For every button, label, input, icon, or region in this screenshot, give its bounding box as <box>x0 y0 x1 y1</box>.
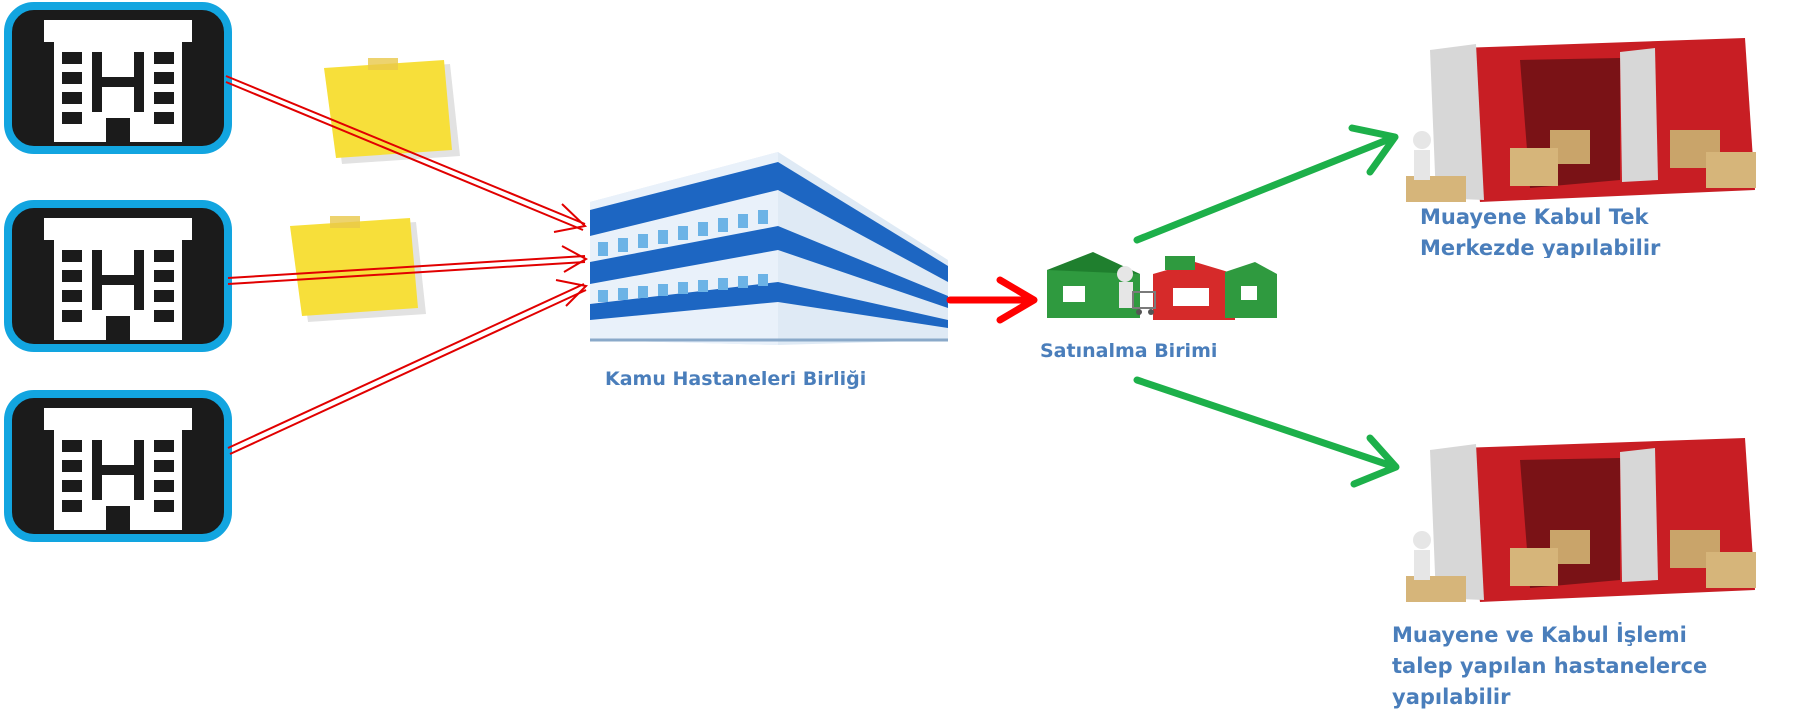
outcome-arrow-top <box>1133 134 1396 244</box>
outcome-arrow-bottom <box>1133 376 1396 470</box>
outcome-bottom-line: yapılabilir <box>1392 685 1511 709</box>
hospital-icon <box>4 390 232 542</box>
outcome-top-line: Muayene Kabul Tek <box>1420 205 1649 229</box>
office-building-icon <box>590 152 948 345</box>
main-arrow <box>946 276 1038 324</box>
hospital-icon <box>4 200 232 352</box>
hospital-icon <box>4 2 232 154</box>
container-truck-icon <box>1406 438 1756 602</box>
outcome-top-label: Muayene Kabul Tek Merkezde yapılabilir <box>1420 202 1740 258</box>
shopping-houses-icon <box>1047 252 1277 320</box>
outcome-bottom-line: Muayene ve Kabul İşlemi <box>1392 623 1687 647</box>
outcome-bottom-label: Muayene ve Kabul İşlemi talep yapılan ha… <box>1392 620 1792 713</box>
sticky-note-icon <box>290 216 426 322</box>
container-truck-icon <box>1406 38 1756 202</box>
request-arrow-3 <box>227 283 585 449</box>
request-arrow-2 <box>227 255 586 279</box>
outcome-bottom-line: talep yapılan hastanelerce <box>1392 654 1708 678</box>
center-label: Kamu Hastaneleri Birliği <box>605 368 867 390</box>
procurement-label: Satınalma Birimi <box>1040 340 1218 362</box>
outcome-top-line: Merkezde yapılabilir <box>1420 236 1661 258</box>
request-arrow-1 <box>225 75 586 225</box>
